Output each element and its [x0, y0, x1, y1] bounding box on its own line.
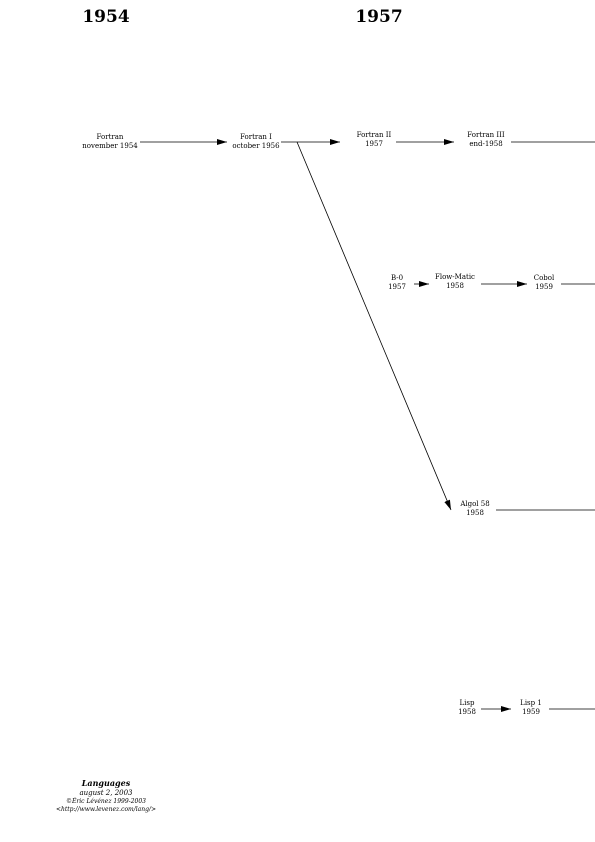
- node-name: Fortran III: [467, 131, 505, 139]
- credits-copyright: ©Éric Lévénez 1999-2003: [66, 797, 146, 805]
- node-name: Cobol: [534, 274, 555, 282]
- node-name: Lisp: [460, 699, 475, 707]
- node-fortran-ii: Fortran II 1957: [357, 131, 392, 148]
- credits-block: Languages august 2, 2003 ©Éric Lévénez 1…: [56, 778, 156, 813]
- node-name: Fortran I: [240, 133, 272, 141]
- node-date: 1958: [458, 708, 476, 716]
- node-name: Lisp 1: [520, 699, 542, 707]
- node-fortran: Fortran november 1954: [82, 133, 138, 150]
- node-date: november 1954: [82, 142, 138, 150]
- node-date: 1958: [446, 282, 464, 290]
- node-date: end-1958: [469, 140, 502, 148]
- node-fortran-i: Fortran I october 1956: [232, 133, 280, 150]
- node-name: Fortran: [97, 133, 124, 141]
- edges-layer: [140, 139, 595, 712]
- credits-title: Languages: [81, 778, 131, 788]
- year-header-1957: 1957: [355, 7, 402, 27]
- node-algol-58: Algol 58 1958: [459, 500, 489, 517]
- node-lisp: Lisp 1958: [458, 699, 476, 716]
- node-fortran-iii: Fortran III end-1958: [467, 131, 505, 148]
- node-flow-matic: Flow-Matic 1958: [435, 273, 475, 290]
- node-name: Flow-Matic: [435, 273, 475, 281]
- node-date: 1957: [388, 283, 406, 291]
- node-cobol: Cobol 1959: [534, 274, 555, 291]
- year-header-1954: 1954: [82, 7, 129, 27]
- node-date: 1959: [535, 283, 553, 291]
- node-date: 1957: [365, 140, 383, 148]
- node-name: B-0: [391, 274, 403, 282]
- node-name: Fortran II: [357, 131, 392, 139]
- node-name: Algol 58: [459, 500, 489, 508]
- node-date: 1959: [522, 708, 540, 716]
- credits-date: august 2, 2003: [79, 789, 133, 797]
- edge-fortran1-to-algol58: [296, 141, 452, 511]
- node-date: 1958: [466, 509, 484, 517]
- credits-url: <http://www.levenez.com/lang/>: [56, 806, 156, 813]
- node-date: october 1956: [232, 142, 280, 150]
- node-b-0: B-0 1957: [388, 274, 406, 291]
- node-lisp-1: Lisp 1 1959: [520, 699, 542, 716]
